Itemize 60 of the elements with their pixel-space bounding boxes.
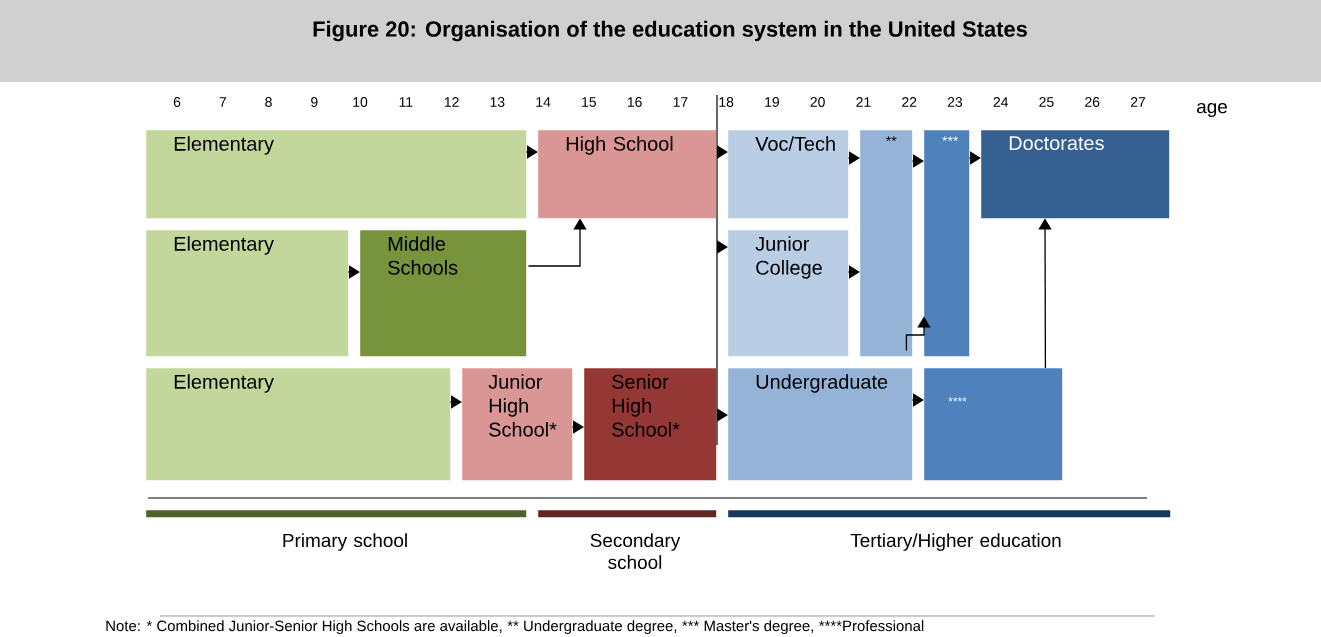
age-label: 17 bbox=[673, 97, 688, 107]
note-text: ****Professional bbox=[819, 620, 924, 632]
age-label: 15 bbox=[582, 97, 596, 107]
arrow bbox=[847, 151, 860, 165]
age-label: 26 bbox=[1085, 97, 1100, 107]
age-label: 8 bbox=[265, 97, 272, 107]
age-label: 24 bbox=[993, 97, 1009, 107]
node-label: Secondary school bbox=[590, 533, 681, 570]
school-box: Elementary bbox=[146, 368, 451, 481]
stage-band: Primary school bbox=[146, 510, 527, 551]
age-label: 10 bbox=[353, 97, 368, 107]
age-label: 11 bbox=[399, 97, 413, 107]
degree-box: ** bbox=[860, 130, 913, 357]
school-box: Elementary bbox=[146, 230, 349, 357]
school-box: Junior High School* bbox=[462, 368, 573, 481]
age-label: 20 bbox=[810, 97, 825, 107]
age-label: 19 bbox=[765, 97, 779, 107]
age-label: 13 bbox=[490, 97, 505, 107]
stage-band: Secondary school bbox=[538, 510, 717, 569]
node-label: Tertiary/Higher education bbox=[850, 533, 1061, 551]
age-label: 7 bbox=[219, 97, 226, 107]
arrow bbox=[716, 145, 728, 159]
degree-box: Undergraduate bbox=[728, 368, 913, 481]
age-label: 21 bbox=[856, 97, 871, 107]
age-label: 16 bbox=[627, 97, 642, 107]
age-label: 22 bbox=[902, 97, 917, 107]
school-box: Senior High School* bbox=[584, 368, 717, 481]
age-label: 18 bbox=[719, 97, 734, 107]
arrow bbox=[525, 145, 538, 159]
school-box: Voc/Tech bbox=[728, 130, 849, 219]
arrow bbox=[347, 265, 360, 279]
age-label: 23 bbox=[947, 97, 963, 107]
note-text: ** Undergraduate degree, bbox=[507, 620, 677, 635]
degree-box: *** bbox=[924, 130, 970, 357]
school-box: Elementary bbox=[146, 130, 527, 219]
stage-band: Tertiary/Higher education bbox=[728, 510, 1171, 551]
age-label: 25 bbox=[1039, 97, 1054, 107]
arrow bbox=[847, 265, 860, 279]
age-label: 14 bbox=[536, 97, 551, 107]
school-box: Junior College bbox=[728, 230, 849, 357]
arrow bbox=[571, 420, 584, 434]
age-label: 12 bbox=[444, 97, 459, 107]
node-label: Primary school bbox=[283, 533, 407, 551]
title-banner: Figure 20: Organisation of the education system in the United States bbox=[0, 0, 1321, 82]
arrow bbox=[911, 154, 924, 168]
arrow bbox=[449, 395, 462, 409]
degree-box: **** bbox=[924, 368, 1063, 481]
school-box: Middle Schools bbox=[360, 230, 527, 357]
note-text: Note: * Combined Junior-Senior High Schools are available, bbox=[106, 620, 502, 635]
arrow bbox=[716, 408, 728, 422]
note-text: *** Master's degree, bbox=[682, 620, 813, 635]
age-label: 9 bbox=[311, 97, 318, 107]
arrow bbox=[968, 151, 981, 165]
age-label: 6 bbox=[173, 97, 181, 107]
school-box: High School bbox=[538, 130, 717, 219]
degree-box: Doctorates bbox=[981, 130, 1170, 219]
arrow bbox=[716, 240, 728, 254]
axis-label: age bbox=[1197, 102, 1227, 118]
arrow bbox=[911, 393, 924, 407]
age-label: 27 bbox=[1130, 97, 1146, 107]
